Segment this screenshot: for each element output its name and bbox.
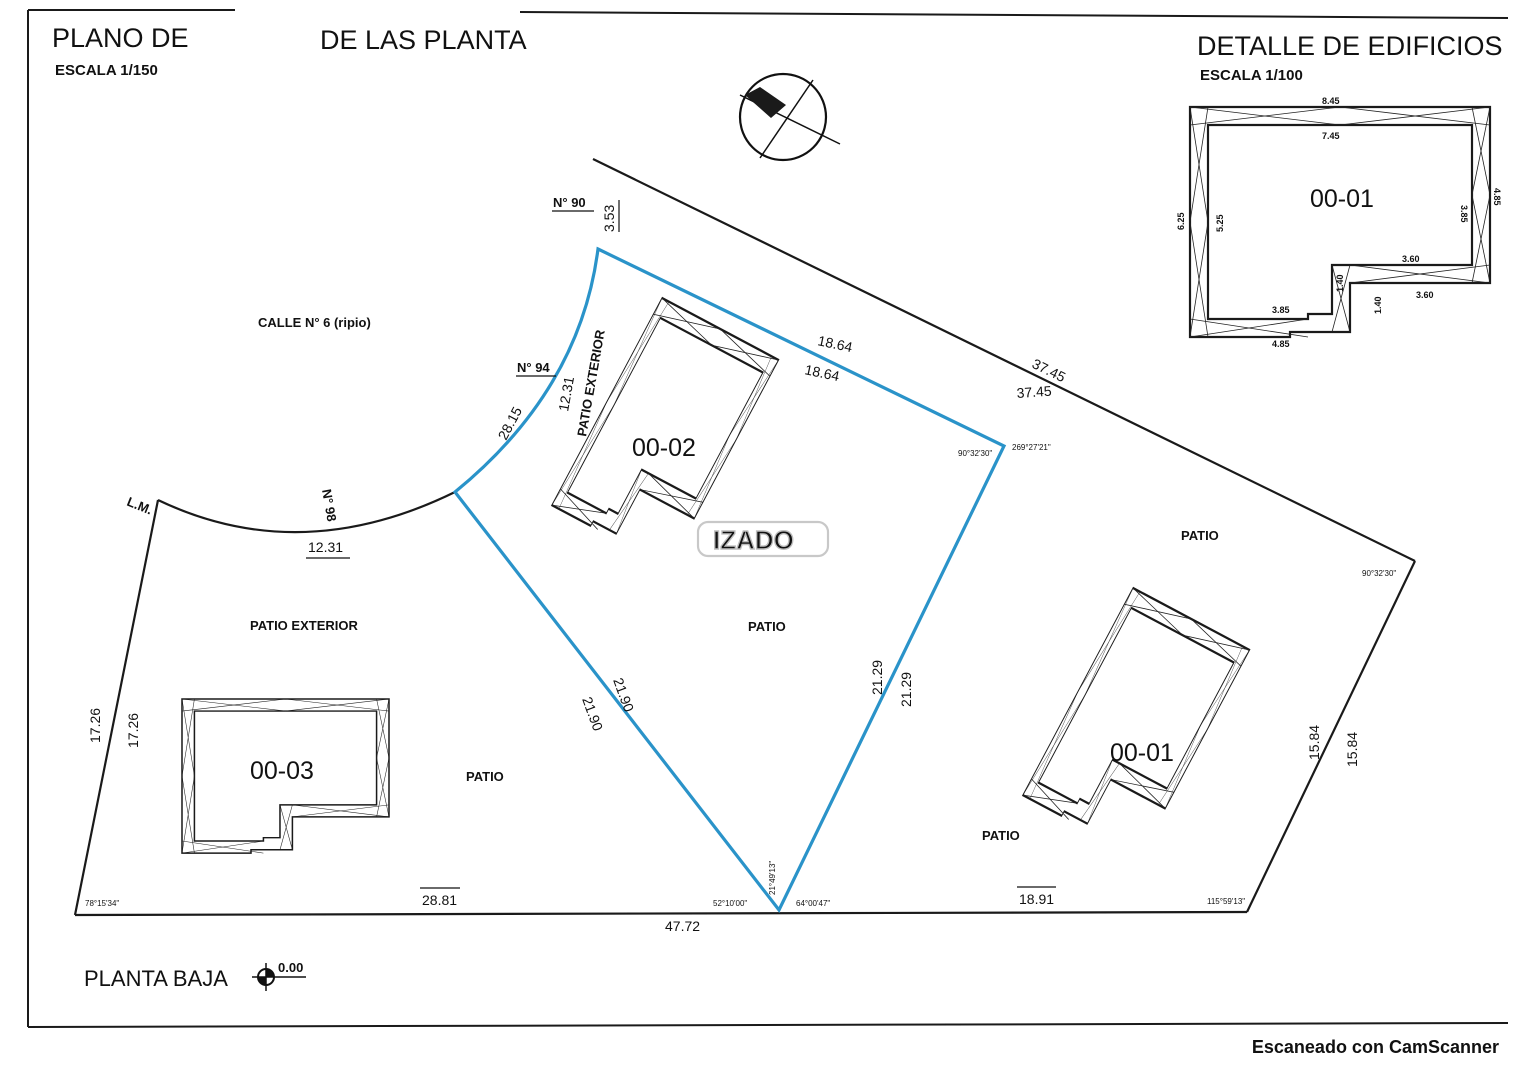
angle-right-bottom: 115°59'13" — [1207, 897, 1245, 906]
watermark-logo: IZADO — [696, 520, 830, 558]
dim-left-side-b: 17.26 — [125, 713, 141, 748]
angle-left-bottom: 78°15'34" — [85, 899, 119, 908]
zone-patio-exterior-top: PATIO EXTERIOR — [574, 328, 608, 437]
building-label-00-01: 00-01 — [1110, 739, 1174, 767]
building-00-01 — [1021, 586, 1251, 859]
angle-mid-bottom-left: 52°10'00" — [713, 899, 747, 908]
street-number-98: N° 98 — [319, 488, 339, 523]
parcel-highlight — [452, 246, 1007, 914]
dim-arc-lower: 12.31 — [308, 539, 343, 555]
level-label: PLANTA BAJA — [84, 966, 228, 991]
dim-inner-top: 7.45 — [1322, 131, 1340, 141]
building-detail-00-01 — [1188, 105, 1492, 339]
street-number-90: N° 90 — [553, 195, 586, 210]
zone-patio-exterior-left: PATIO EXTERIOR — [250, 618, 358, 633]
level-marker-icon — [252, 963, 306, 991]
detail-title: DETALLE DE EDIFICIOS — [1197, 31, 1503, 61]
angle-mid-bottom-apex: 21°49'13" — [768, 861, 777, 895]
dim-arc-upper: 28.15 — [495, 404, 526, 443]
dim-right-side: 15.84 — [1306, 725, 1322, 760]
angle-mid-bottom-right: 64°00'47" — [796, 899, 830, 908]
sheet-frame — [27, 9, 1509, 1028]
angle-right-corner: 90°32'30" — [1362, 569, 1396, 578]
building-detail-label: 00-01 — [1310, 185, 1374, 213]
lot-boundary — [73, 158, 1416, 917]
dim-diag-right: 21.29 — [869, 660, 885, 695]
angle-center-right-in: 90°32'30" — [958, 449, 992, 458]
plan-title-mid: DE LAS PLANTA — [320, 25, 527, 55]
dim-left-side: 17.26 — [87, 708, 103, 743]
dim-notch-top: 3.60 — [1402, 254, 1420, 264]
dim-diag-right-b: 21.29 — [898, 672, 914, 707]
angle-center-right-out: 269°27'21" — [1012, 443, 1051, 452]
detail-scale: ESCALA 1/100 — [1200, 67, 1303, 84]
dim-right-side-b: 15.84 — [1344, 732, 1360, 767]
plan-scale: ESCALA 1/150 — [55, 62, 158, 79]
dim-notch-side-a: 1.40 — [1335, 274, 1345, 292]
level-value: 0.00 — [278, 960, 303, 975]
zone-patio-right-bottom: PATIO — [982, 828, 1020, 843]
dim-bottom-left: 28.81 — [422, 892, 457, 908]
dim-top-edge: 3.53 — [601, 205, 617, 232]
scanner-footer: Escaneado con CamScanner — [1251, 1037, 1499, 1057]
dim-outer-right: 4.85 — [1492, 188, 1502, 206]
dim-notch-side-b: 1.40 — [1373, 296, 1383, 314]
dim-bottom-total: 47.72 — [665, 918, 700, 934]
municipal-line-label: L.M. — [125, 494, 155, 518]
zone-patio-right-top: PATIO — [1181, 528, 1219, 543]
north-arrow-icon — [738, 72, 841, 162]
watermark-text: IZADO — [713, 525, 794, 555]
dim-inner-right: 3.85 — [1459, 205, 1469, 223]
dim-diag-left-b: 21.90 — [579, 695, 606, 734]
dim-inner-left: 5.25 — [1215, 214, 1225, 232]
dim-outer-left: 6.25 — [1176, 212, 1186, 230]
dim-center-top: 18.64 — [816, 332, 854, 355]
building-label-00-02: 00-02 — [632, 434, 696, 462]
dim-outer-bottom: 4.85 — [1272, 339, 1290, 349]
zone-patio-center: PATIO — [748, 619, 786, 634]
dim-center-top-b: 18.64 — [803, 361, 841, 384]
dim-arc-upper-chord: 12.31 — [555, 375, 577, 412]
street-number-94: N° 94 — [517, 360, 550, 375]
dim-right-top-b: 37.45 — [1016, 383, 1052, 401]
dim-bottom-right: 18.91 — [1019, 891, 1054, 907]
dim-outer-top: 8.45 — [1322, 96, 1340, 106]
plan-title: PLANO DE — [52, 23, 189, 53]
building-label-00-03: 00-03 — [250, 757, 314, 785]
zone-patio-left: PATIO — [466, 769, 504, 784]
dim-right-top: 37.45 — [1030, 355, 1069, 385]
dim-notch-bottom: 3.60 — [1416, 290, 1434, 300]
dim-inner-bottom: 3.85 — [1272, 305, 1290, 315]
street-name: CALLE N° 6 (ripio) — [258, 315, 371, 330]
